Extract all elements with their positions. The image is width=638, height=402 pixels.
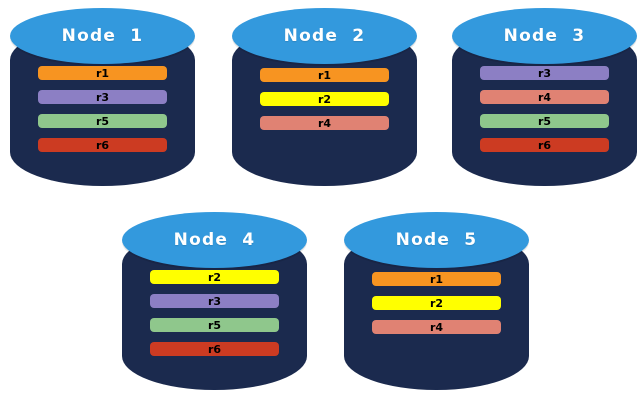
node-title: Node 5 xyxy=(395,230,478,250)
shard-label: r6 xyxy=(95,138,110,152)
shard-bar-r5[interactable]: r5 xyxy=(480,114,609,128)
shard-bar-r6[interactable]: r6 xyxy=(38,138,167,152)
shard-bar-r1[interactable]: r1 xyxy=(260,68,389,82)
shard-label: r5 xyxy=(95,114,110,128)
shard-bar-r6[interactable]: r6 xyxy=(480,138,609,152)
shard-bar-r2[interactable]: r2 xyxy=(260,92,389,106)
shard-label: r2 xyxy=(207,270,222,284)
shard-list: r1 r2 r4 xyxy=(372,272,501,334)
shard-bar-r5[interactable]: r5 xyxy=(38,114,167,128)
node-cylinder-top xyxy=(232,8,417,64)
shard-bar-r1[interactable]: r1 xyxy=(372,272,501,286)
shard-bar-r3[interactable]: r3 xyxy=(38,90,167,104)
shard-list: r2 r3 r5 r6 xyxy=(150,270,279,356)
shard-label: r1 xyxy=(95,66,110,80)
shard-label: r5 xyxy=(207,318,222,332)
node-title: Node 2 xyxy=(283,26,366,46)
shard-list: r1 r2 r4 xyxy=(260,68,389,130)
shard-bar-r3[interactable]: r3 xyxy=(150,294,279,308)
shard-bar-r6[interactable]: r6 xyxy=(150,342,279,356)
shard-bar-r5[interactable]: r5 xyxy=(150,318,279,332)
node-title: Node 4 xyxy=(173,230,256,250)
shard-label: r3 xyxy=(95,90,110,104)
shard-bar-r4[interactable]: r4 xyxy=(260,116,389,130)
node-3[interactable]: Node 3 r3 r4 r5 r6 xyxy=(452,8,637,186)
node-2[interactable]: Node 2 r1 r2 r4 xyxy=(232,8,417,186)
shard-bar-r3[interactable]: r3 xyxy=(480,66,609,80)
node-title: Node 1 xyxy=(61,26,144,46)
node-cylinder-top xyxy=(10,8,195,64)
shard-label: r1 xyxy=(317,68,332,82)
shard-label: r2 xyxy=(317,92,332,106)
node-title: Node 3 xyxy=(503,26,586,46)
shard-bar-r4[interactable]: r4 xyxy=(372,320,501,334)
shard-bar-r2[interactable]: r2 xyxy=(372,296,501,310)
shard-label: r3 xyxy=(537,66,552,80)
shard-label: r6 xyxy=(537,138,552,152)
node-1[interactable]: Node 1 r1 r3 r5 r6 xyxy=(10,8,195,186)
shard-list: r3 r4 r5 r6 xyxy=(480,66,609,152)
node-4[interactable]: Node 4 r2 r3 r5 r6 xyxy=(122,212,307,390)
node-cylinder-top xyxy=(344,212,529,268)
shard-label: r1 xyxy=(429,272,444,286)
shard-bar-r1[interactable]: r1 xyxy=(38,66,167,80)
shard-label: r2 xyxy=(429,296,444,310)
node-cylinder-top xyxy=(452,8,637,64)
shard-label: r4 xyxy=(429,320,444,334)
node-cylinder-top xyxy=(122,212,307,268)
shard-label: r4 xyxy=(537,90,552,104)
node-5[interactable]: Node 5 r1 r2 r4 xyxy=(344,212,529,390)
shard-bar-r4[interactable]: r4 xyxy=(480,90,609,104)
shard-label: r4 xyxy=(317,116,332,130)
shard-list: r1 r3 r5 r6 xyxy=(38,66,167,152)
shard-bar-r2[interactable]: r2 xyxy=(150,270,279,284)
shard-label: r5 xyxy=(537,114,552,128)
shard-label: r3 xyxy=(207,294,222,308)
shard-label: r6 xyxy=(207,342,222,356)
